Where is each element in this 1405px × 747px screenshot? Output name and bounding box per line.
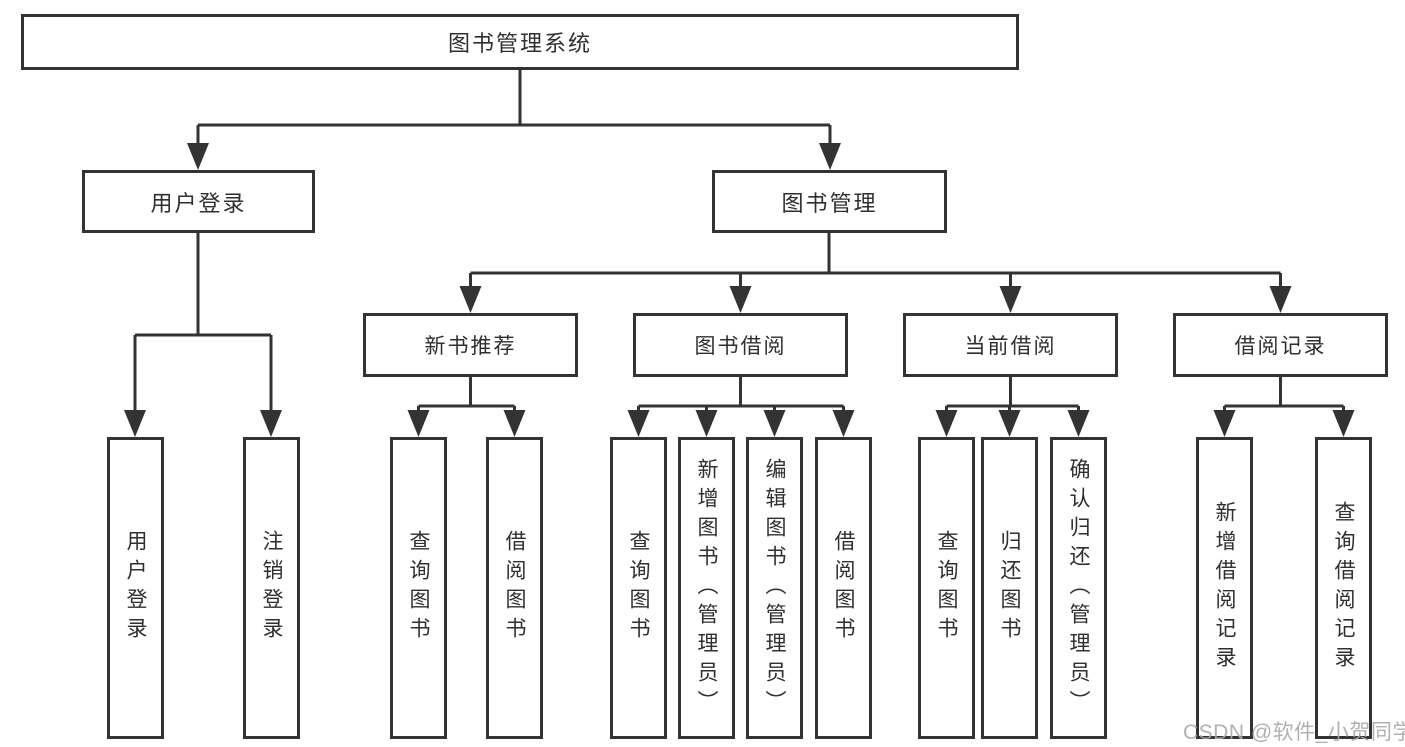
node-leaf-confirm-return-admin-label: 确认归还（管理员） bbox=[1067, 457, 1090, 719]
connector-borrow-records-children bbox=[1213, 377, 1355, 437]
connector-root-to-level2 bbox=[187, 70, 841, 170]
node-leaf-query-books-1: 查询图书 bbox=[390, 437, 447, 739]
arrowhead bbox=[1067, 410, 1090, 437]
arrowhead bbox=[187, 143, 209, 170]
connector-new-book-recommend-children bbox=[407, 377, 526, 437]
node-leaf-logout-label: 注销登录 bbox=[260, 530, 283, 646]
arrowhead bbox=[627, 410, 650, 437]
arrowhead bbox=[260, 410, 282, 437]
node-borrow-records-label: 借阅记录 bbox=[1234, 335, 1327, 358]
node-leaf-add-borrow-record-label: 新增借阅记录 bbox=[1213, 501, 1236, 675]
arrowhead bbox=[1269, 286, 1292, 313]
node-library-system: 图书管理系统 bbox=[21, 14, 1019, 70]
node-current-borrow: 当前借阅 bbox=[903, 313, 1118, 377]
node-leaf-add-borrow-record: 新增借阅记录 bbox=[1196, 437, 1253, 739]
node-user-login-label: 用户登录 bbox=[150, 190, 247, 216]
node-leaf-borrow-books-2-label: 借阅图书 bbox=[832, 530, 855, 646]
node-leaf-return-book-label: 归还图书 bbox=[998, 530, 1021, 646]
node-leaf-borrow-books-2: 借阅图书 bbox=[815, 437, 872, 739]
node-library-system-label: 图书管理系统 bbox=[447, 31, 592, 56]
node-leaf-borrow-books-1: 借阅图书 bbox=[486, 437, 543, 739]
csdn-watermark: CSDN @软件_小贺同学 bbox=[1183, 721, 1405, 744]
node-leaf-confirm-return-admin: 确认归还（管理员） bbox=[1050, 437, 1107, 739]
node-book-borrow-label: 图书借阅 bbox=[694, 335, 787, 358]
node-new-book-recommend-label: 新书推荐 bbox=[424, 335, 517, 358]
arrowhead bbox=[124, 410, 146, 437]
node-leaf-query-borrow-record-label: 查询借阅记录 bbox=[1332, 501, 1355, 675]
connector-user-login-children bbox=[124, 233, 282, 437]
node-leaf-user-login-label: 用户登录 bbox=[124, 530, 147, 646]
node-leaf-borrow-books-1-label: 借阅图书 bbox=[503, 530, 526, 646]
node-borrow-records: 借阅记录 bbox=[1173, 313, 1388, 377]
arrowhead bbox=[459, 286, 482, 313]
arrowhead bbox=[503, 410, 526, 437]
node-user-login: 用户登录 bbox=[82, 170, 315, 233]
arrowhead bbox=[935, 410, 958, 437]
connector-current-borrow-children bbox=[935, 377, 1090, 437]
node-leaf-edit-book-admin: 编辑图书（管理员） bbox=[746, 437, 803, 739]
node-leaf-user-login: 用户登录 bbox=[107, 437, 164, 739]
arrowhead bbox=[763, 410, 786, 437]
arrowhead bbox=[832, 410, 855, 437]
connector-book-borrow-children bbox=[627, 377, 855, 437]
connector-book-management-children bbox=[459, 233, 1292, 313]
arrowhead bbox=[729, 286, 752, 313]
node-leaf-add-book-admin: 新增图书（管理员） bbox=[678, 437, 735, 739]
node-leaf-query-books-2-label: 查询图书 bbox=[627, 530, 650, 646]
node-leaf-edit-book-admin-label: 编辑图书（管理员） bbox=[763, 457, 786, 719]
node-leaf-query-books-3-label: 查询图书 bbox=[935, 530, 958, 646]
node-current-borrow-label: 当前借阅 bbox=[964, 335, 1057, 358]
node-leaf-query-books-3: 查询图书 bbox=[918, 437, 975, 739]
arrowhead bbox=[695, 410, 718, 437]
arrowhead bbox=[1213, 410, 1236, 437]
node-book-management: 图书管理 bbox=[712, 170, 947, 233]
node-leaf-add-book-admin-label: 新增图书（管理员） bbox=[695, 457, 718, 719]
arrowhead bbox=[407, 410, 430, 437]
node-new-book-recommend: 新书推荐 bbox=[363, 313, 578, 377]
arrowhead bbox=[1332, 410, 1355, 437]
node-leaf-return-book: 归还图书 bbox=[981, 437, 1038, 739]
node-leaf-query-books-1-label: 查询图书 bbox=[407, 530, 430, 646]
node-leaf-query-books-2: 查询图书 bbox=[610, 437, 667, 739]
node-leaf-query-borrow-record: 查询借阅记录 bbox=[1315, 437, 1372, 739]
node-book-borrow: 图书借阅 bbox=[633, 313, 848, 377]
arrowhead bbox=[819, 143, 841, 170]
arrowhead bbox=[999, 286, 1022, 313]
node-book-management-label: 图书管理 bbox=[781, 190, 878, 216]
arrowhead bbox=[998, 410, 1021, 437]
node-leaf-logout: 注销登录 bbox=[243, 437, 300, 739]
